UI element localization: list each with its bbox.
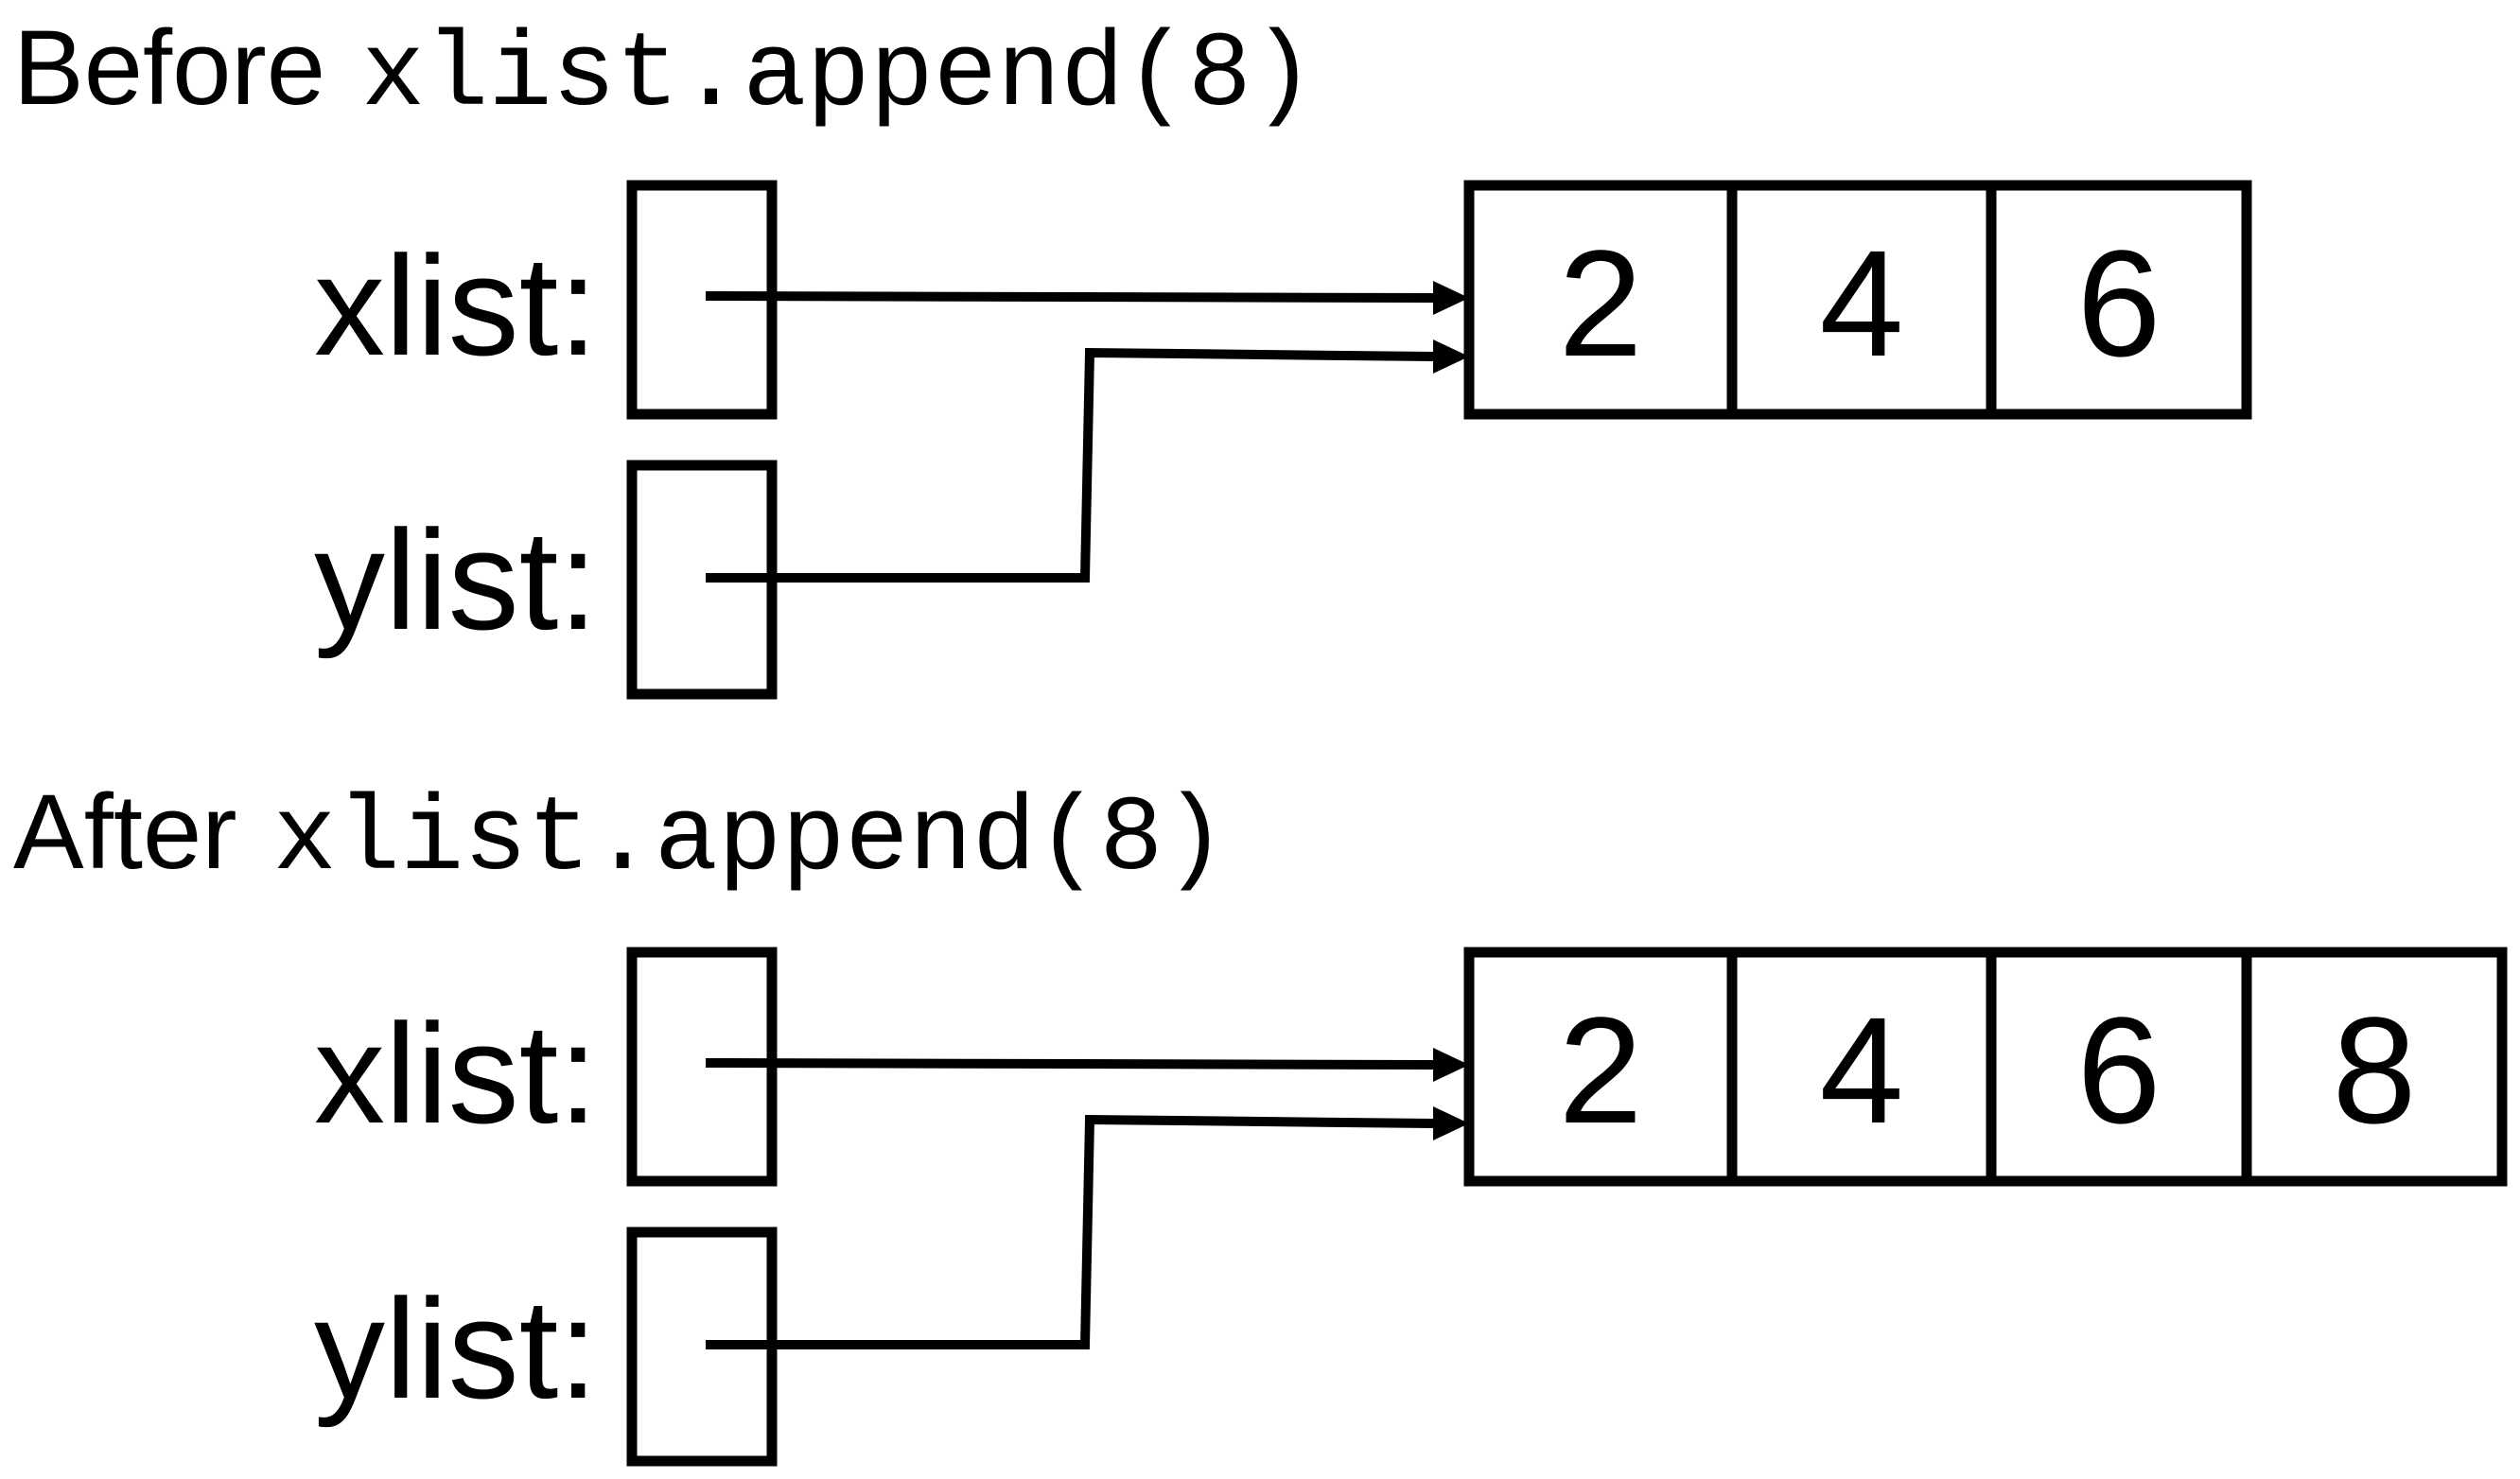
list-cell-value: 2	[1559, 218, 1643, 388]
list-cell	[1463, 180, 1738, 420]
ylist-arrowhead	[1433, 1106, 1469, 1140]
list-cell-value: 6	[2077, 218, 2161, 388]
title-code: xlist.append(8)	[273, 780, 1227, 900]
ylist-pointer-arrow	[706, 1114, 1434, 1349]
xlist-pointer-arrow	[705, 291, 1434, 303]
list-cell-value: 4	[1820, 218, 1904, 388]
list-object: 2 4 6	[1463, 180, 2252, 420]
xlist-label: xlist:	[314, 994, 598, 1153]
ylist-label: ylist:	[314, 1269, 598, 1428]
list-cell	[1986, 180, 2252, 420]
list-cell-value: 8	[2333, 985, 2417, 1155]
list-cell-value: 6	[2077, 985, 2161, 1155]
xlist-pointer-arrow	[705, 1058, 1434, 1070]
list-cell	[2241, 947, 2508, 1187]
xlist-arrowhead	[1433, 281, 1469, 315]
title-word: Before	[13, 9, 325, 127]
list-cell	[1986, 947, 2252, 1187]
title-word: After	[13, 773, 237, 891]
panel-title: Before xlist.append(8)	[13, 9, 1315, 136]
title-code: xlist.append(8)	[361, 16, 1315, 136]
list-object: 2 4 6 8	[1463, 947, 2508, 1187]
panel-before: Before xlist.append(8) xlist: ylist: 2 4 …	[13, 9, 2252, 700]
ylist-arrowhead	[1433, 339, 1469, 374]
ylist-pointer-arrow	[706, 347, 1434, 583]
xlist-label: xlist:	[314, 226, 598, 385]
list-cell-value: 4	[1820, 985, 1904, 1155]
ylist-label: ylist:	[314, 500, 598, 659]
panel-title: After xlist.append(8)	[13, 773, 1227, 900]
list-cell	[1463, 947, 1738, 1187]
list-cell-value: 2	[1559, 985, 1643, 1155]
panel-after: After xlist.append(8) xlist: ylist: 2 4 6…	[13, 773, 2508, 1467]
xlist-arrowhead	[1433, 1048, 1469, 1082]
list-cell	[1726, 947, 1997, 1187]
